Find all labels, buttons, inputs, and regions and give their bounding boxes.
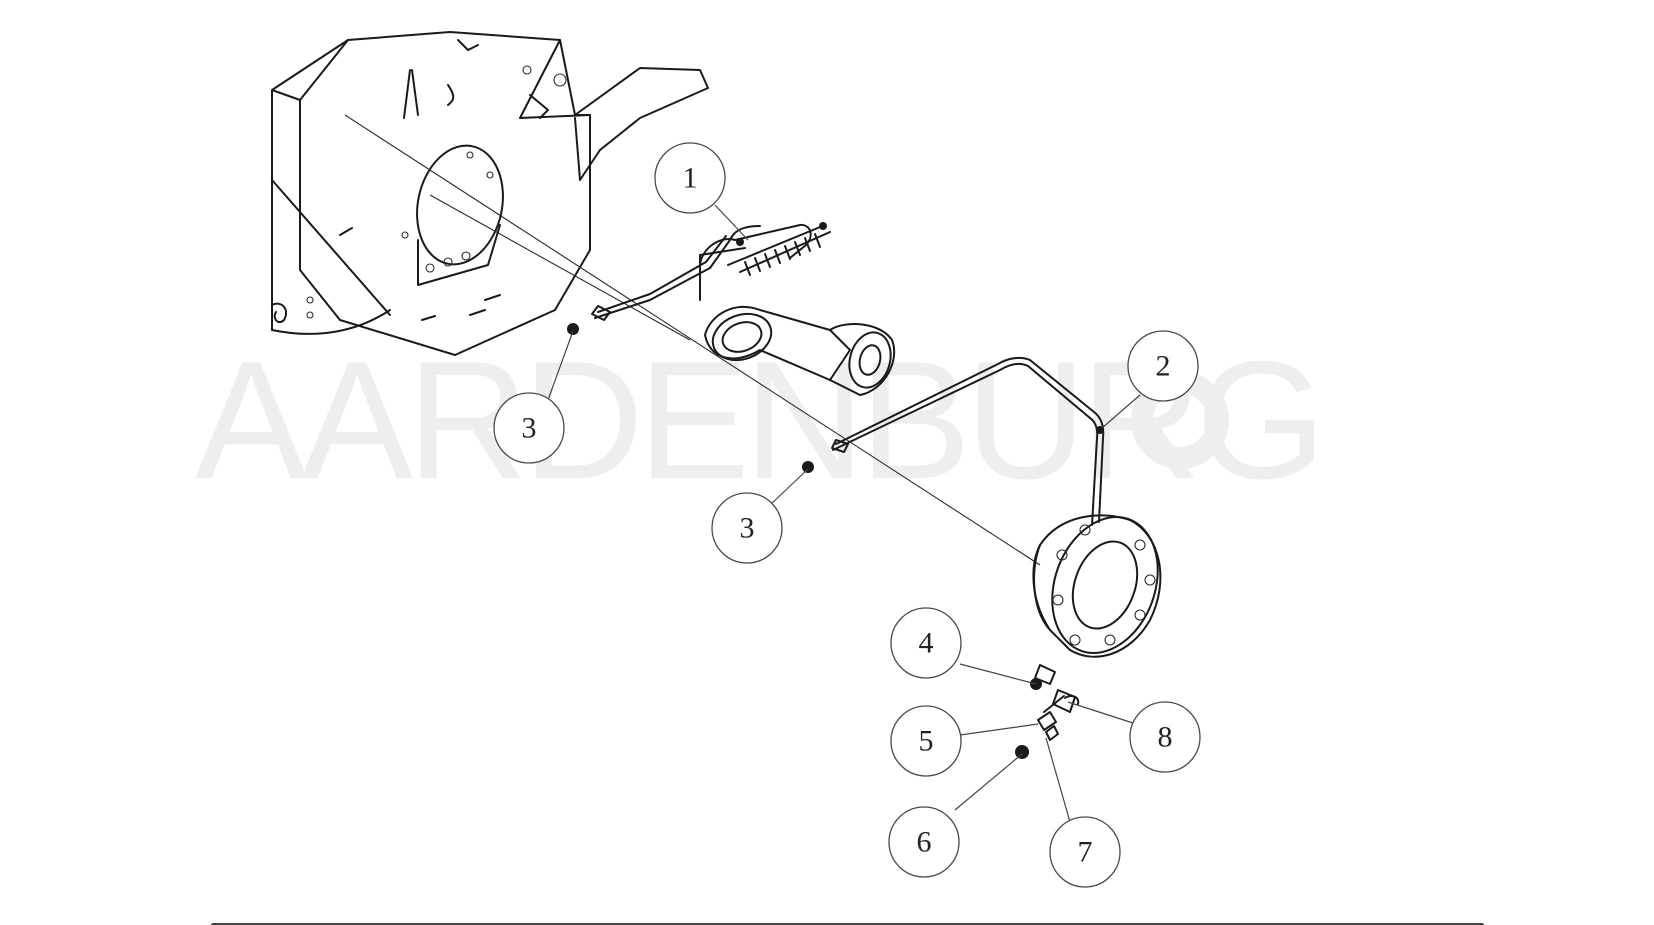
axis-lines	[344, 114, 1041, 566]
arm-assembly-drawing	[698, 222, 896, 396]
leader-lines	[547, 204, 1141, 823]
callout-label: 3	[522, 412, 537, 445]
callout-1: 1	[654, 142, 726, 214]
callout-label: 2	[1156, 350, 1171, 383]
housing-drawing	[271, 31, 709, 356]
callout-label: 3	[740, 512, 755, 545]
hose-line-2	[802, 356, 1105, 526]
callout-label: 6	[917, 826, 932, 859]
callout-6: 6	[888, 806, 960, 878]
callout-2: 2	[1127, 330, 1199, 402]
callout-label: 8	[1158, 721, 1173, 754]
callout-3-lower: 3	[711, 492, 783, 564]
callout-5: 5	[890, 705, 962, 777]
callout-label: 4	[919, 627, 934, 660]
callout-7: 7	[1049, 816, 1121, 888]
fittings-drawing	[1015, 664, 1080, 759]
spring-coils	[744, 233, 821, 276]
hose-line-1	[567, 225, 761, 335]
callout-label: 7	[1078, 836, 1093, 869]
callout-label: 1	[683, 162, 698, 195]
callout-4: 4	[890, 607, 962, 679]
flange-drawing	[1032, 514, 1162, 658]
callout-3-upper: 3	[493, 392, 565, 464]
callout-8: 8	[1129, 701, 1201, 773]
callout-label: 5	[919, 725, 934, 758]
